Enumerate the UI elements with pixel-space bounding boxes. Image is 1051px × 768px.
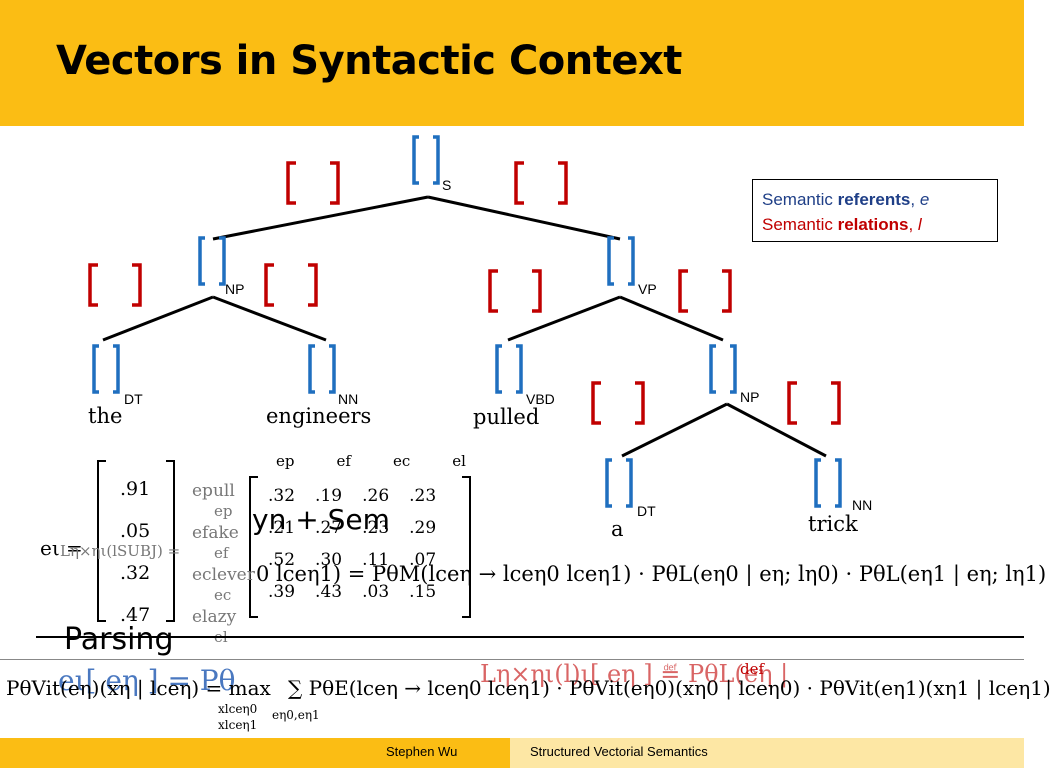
matrix-brackets [97, 460, 471, 622]
equation-top-rule [0, 659, 1024, 660]
vector-bracket-np2 [709, 344, 737, 394]
col-header: ec [392, 452, 411, 470]
viterbi-equation-part-a: PθVit(eη)(xη | lceη) = max [6, 676, 271, 700]
matrix-lhs-faint: Lη×ηι(lSUBJ) = [60, 542, 181, 560]
sub-label-1: xlceη0 [218, 702, 258, 716]
vector-value: .05 [120, 520, 151, 542]
vector-right-bracket [166, 460, 175, 622]
vector-left-bracket [97, 460, 106, 622]
edge-np-dt [102, 295, 214, 342]
parsing-label: Parsing [64, 622, 174, 657]
edge-np2-dt [621, 402, 728, 458]
relation-bracket-np2-left [591, 381, 645, 425]
matrix-row: .39.43.03.15 [268, 582, 437, 602]
node-vectors [92, 135, 842, 508]
relation-bracket-np1-right [264, 263, 318, 307]
matrix-lhs: eι = [40, 536, 83, 560]
vector-bracket-s [412, 135, 440, 185]
node-label-np: NP [225, 281, 245, 297]
relation-brackets [88, 161, 841, 425]
legend-box: Semantic referents, e Semantic relations… [752, 179, 998, 242]
relation-bracket-s-right [514, 161, 568, 205]
word-trick: trick [808, 512, 858, 536]
node-label-dt: DT [124, 391, 143, 407]
footer-band-left [0, 738, 510, 768]
def-label: def [740, 660, 765, 678]
relation-bracket-vp-left [488, 269, 542, 313]
slide-title: Vectors in Syntactic Context [56, 38, 682, 84]
vector-value: .32 [120, 562, 151, 584]
col-header: ep [276, 452, 295, 470]
vector-bracket-vbd [495, 344, 523, 394]
vector-bracket-nn1 [308, 344, 336, 394]
node-label-dt2: DT [637, 503, 656, 519]
word-pulled: pulled [473, 405, 540, 429]
faint-equation-right: Lη×ηι(l)ι[ eη ] ≝ PθL(eη | [480, 660, 789, 688]
divider-line [36, 636, 1024, 638]
equation-fragment: 0 lceη1) = PθM(lceη → lceη0 lceη1) · PθL… [256, 562, 1047, 586]
edge-np2-nn [726, 402, 827, 458]
node-label-vp: VP [638, 281, 657, 297]
node-label-nn2: NN [852, 497, 873, 513]
relation-bracket-np2-right [787, 381, 841, 425]
matrix-left-bracket [249, 476, 258, 618]
row-label: epull [192, 481, 235, 501]
word-the: the [88, 404, 123, 428]
footer-author: Stephen Wu [386, 744, 458, 759]
vector-bracket-nn2 [814, 458, 842, 508]
edge-vp-vbd [507, 295, 621, 342]
tree-edges [102, 195, 827, 458]
row-label: efake [192, 523, 239, 543]
vector-value: .47 [120, 604, 151, 626]
vector-bracket-dt1 [92, 344, 120, 394]
row-labels: epull efake eclever elazy [192, 470, 255, 638]
vector-column: .91 .05 .32 .47 [120, 468, 150, 636]
matrix-row: .32.19.26.23 [268, 486, 437, 506]
relation-bracket-np1-left [88, 263, 142, 307]
matrix-col-headers: ep ef ec el [276, 452, 466, 470]
syntax-tree [88, 135, 842, 508]
sum-subscript: eη0,eη1 [272, 708, 320, 722]
edge-s-vp [427, 195, 621, 241]
word-a: a [611, 517, 624, 541]
relation-bracket-vp-right [678, 269, 732, 313]
word-engineers: engineers [266, 404, 372, 428]
edge-s-np [212, 195, 429, 241]
faint-equation-left: eι[ eη ] = Pθ [58, 664, 236, 697]
footer-title: Structured Vectorial Semantics [530, 744, 708, 759]
title-band [0, 0, 1024, 126]
row-label: eclever [192, 565, 255, 585]
node-label-s: S [442, 177, 452, 193]
matrix-row: .52.30.11.07 [268, 550, 437, 570]
footer-band-right [510, 738, 1024, 768]
vector-bracket-np1 [198, 236, 226, 286]
matrix-body: .32.19.26.23 .21.27.23.29 .52.30.11.07 .… [268, 480, 436, 608]
overlay-row-labels: ep ef ec el [214, 502, 233, 646]
legend-referents: Semantic referents, e [762, 190, 930, 209]
viterbi-equation-part-b: ∑ PθE(lceη → lceη0 lceη1) · PθVit(eη0)(x… [288, 676, 1051, 700]
node-label-vbd: VBD [526, 391, 555, 407]
vector-bracket-dt2 [605, 458, 633, 508]
syn-sem-fragment: yn + Sem [252, 503, 390, 536]
vector-value: .91 [120, 478, 151, 500]
col-header: el [452, 452, 466, 470]
matrix-row: .21.27.23.29 [268, 518, 437, 538]
sub-label-2: xlceη1 [218, 718, 258, 732]
row-label: elazy [192, 607, 237, 627]
edge-np-nn [212, 295, 327, 342]
legend-relations: Semantic relations, l [762, 215, 922, 234]
relation-bracket-s-left [286, 161, 340, 205]
node-label-np2: NP [740, 389, 760, 405]
col-header: ef [336, 452, 351, 470]
edge-vp-np [619, 295, 724, 342]
vector-bracket-vp [607, 236, 635, 286]
matrix-right-bracket [462, 476, 471, 618]
node-label-nn: NN [338, 391, 359, 407]
